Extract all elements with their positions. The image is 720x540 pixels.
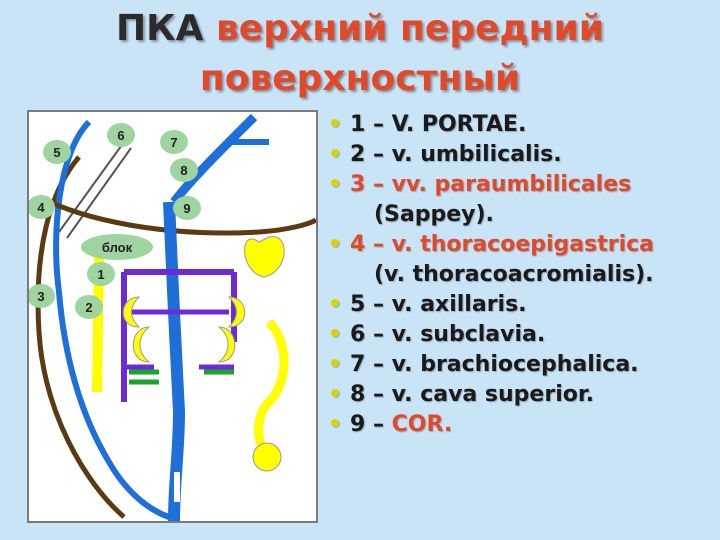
left-loop-vein bbox=[53, 119, 171, 520]
legend-item-7: 7 – v. brachiocephalica. bbox=[350, 352, 639, 377]
legend-item: • 1 – V. PORTAE. bbox=[326, 110, 716, 140]
right-kidney-shape bbox=[227, 296, 246, 328]
legend-item-4: 4 – v. thoracoepigastrica bbox=[350, 232, 655, 257]
title-subtitle: верхний передний bbox=[216, 8, 604, 49]
subclavian-outline-2 bbox=[66, 147, 132, 239]
lower-right-organ bbox=[217, 326, 236, 363]
bullet-icon: • bbox=[328, 172, 343, 197]
label-9: 9 bbox=[183, 201, 190, 216]
central-vein bbox=[163, 201, 186, 521]
legend-item: • 8 – v. cava superior. bbox=[326, 380, 716, 410]
subclavian-outline-1 bbox=[58, 141, 125, 233]
legend-item: • 4 – v. thoracoepigastrica (v. thoracoa… bbox=[326, 230, 716, 290]
label-2: 2 bbox=[85, 300, 92, 315]
legend-item: • 7 – v. brachiocephalica. bbox=[326, 350, 716, 380]
legend-item-6: 6 – v. subclavia. bbox=[350, 322, 546, 347]
legend-item-2: 2 – v. umbilicalis. bbox=[350, 142, 562, 167]
bullet-icon: • bbox=[328, 352, 343, 377]
label-7: 7 bbox=[170, 135, 177, 150]
heart-shape bbox=[244, 236, 285, 278]
central-liver bbox=[174, 472, 180, 502]
right-lower-bulb bbox=[252, 442, 282, 472]
bullet-icon: • bbox=[328, 322, 343, 347]
slide-title: ПКА верхний передний поверхностный bbox=[0, 4, 720, 104]
venous-anastomosis-diagram: 6 5 4 7 8 9 блок 1 3 2 bbox=[27, 110, 318, 523]
legend-item-9-red: COR. bbox=[391, 412, 453, 437]
label-8: 8 bbox=[180, 163, 187, 178]
legend-item-1: 1 – V. PORTAE. bbox=[350, 112, 527, 137]
legend-list: • 1 – V. PORTAE. • 2 – v. umbilicalis. •… bbox=[326, 110, 716, 440]
upper-brown-curve bbox=[37, 194, 316, 236]
legend-item: • 6 – v. subclavia. bbox=[326, 320, 716, 350]
bullet-icon: • bbox=[328, 142, 343, 167]
label-4: 4 bbox=[37, 200, 45, 215]
legend-item: • 3 – vv. paraumbilicales (Sappey). bbox=[326, 170, 716, 230]
bullet-icon: • bbox=[328, 232, 343, 257]
legend-item-9: 9 – bbox=[350, 412, 392, 437]
right-lower-vessel bbox=[254, 318, 289, 455]
bullet-icon: • bbox=[328, 412, 343, 437]
brachiocephalic-vein bbox=[170, 113, 258, 205]
bullet-icon: • bbox=[328, 112, 343, 137]
legend-item-5: 5 – v. axillaris. bbox=[350, 292, 527, 317]
label-3: 3 bbox=[37, 289, 44, 304]
legend-item-8: 8 – v. cava superior. bbox=[350, 382, 594, 407]
bullet-icon: • bbox=[328, 382, 343, 407]
legend-item: • 9 – COR. bbox=[326, 410, 716, 440]
bullet-icon: • bbox=[328, 292, 343, 317]
title-abbreviation: ПКА bbox=[116, 8, 204, 49]
legend-item: • 5 – v. axillaris. bbox=[326, 290, 716, 320]
left-kidney-shape bbox=[122, 296, 141, 328]
legend-item: • 2 – v. umbilicalis. bbox=[326, 140, 716, 170]
title-line-2: поверхностный bbox=[199, 58, 521, 99]
legend-item-4-cont: (v. thoracoacromialis). bbox=[374, 262, 654, 287]
label-6: 6 bbox=[117, 128, 124, 143]
diagram-canvas: 6 5 4 7 8 9 блок 1 3 2 bbox=[29, 113, 316, 521]
thoracoepigastric-vein-line bbox=[35, 155, 126, 519]
label-5: 5 bbox=[53, 145, 60, 160]
legend-item-3: 3 – vv. paraumbilicales bbox=[350, 172, 632, 197]
label-bubbles bbox=[29, 123, 201, 319]
label-1: 1 bbox=[97, 267, 104, 282]
legend-item-3-cont: (Sappey). bbox=[374, 202, 494, 227]
lower-left-organ bbox=[132, 326, 151, 363]
label-block: блок bbox=[102, 240, 133, 255]
